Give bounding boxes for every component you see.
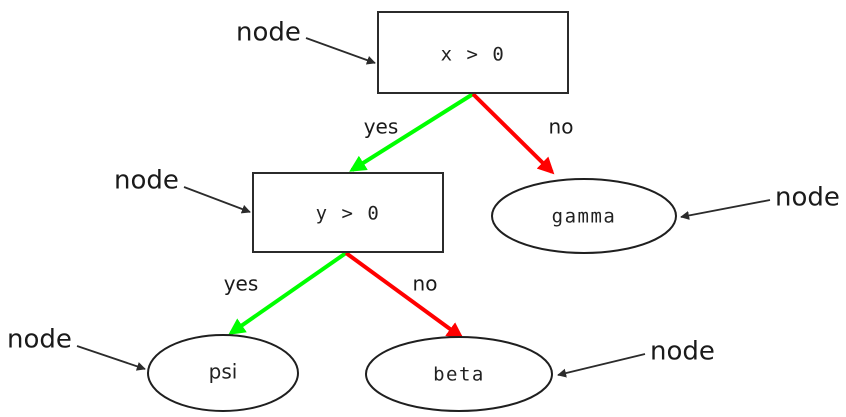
- nodes-layer: x > 0 y > 0 gamma psi beta: [147, 11, 677, 412]
- annotation-inner: node: [114, 166, 251, 214]
- annotation-gamma: node: [680, 183, 840, 220]
- annotation-gamma-leader-arrow: [680, 199, 771, 220]
- node-inner-box[interactable]: [252, 172, 444, 253]
- annotation-root-label: node: [236, 18, 301, 48]
- edge-inner-yes: [228, 251, 348, 335]
- node-inner[interactable]: y > 0: [252, 172, 444, 253]
- node-root[interactable]: x > 0: [377, 11, 569, 94]
- edges-layer: [228, 92, 555, 339]
- annotation-inner-leader-arrow: [183, 186, 251, 214]
- node-root-label: x > 0: [441, 44, 506, 66]
- node-psi[interactable]: psi: [147, 334, 299, 412]
- edge-label-root-yes: yes: [364, 115, 399, 139]
- edge-label-inner-yes: yes: [224, 272, 259, 296]
- annotation-beta: node: [557, 337, 715, 378]
- node-beta-ellipse[interactable]: [365, 336, 553, 412]
- annotation-inner-label: node: [114, 166, 179, 196]
- annotation-psi: node: [7, 325, 146, 371]
- edge-label-root-no: no: [549, 115, 574, 139]
- edge-root-yes: [349, 92, 475, 172]
- annotation-beta-leader-arrow: [557, 353, 646, 378]
- node-inner-label: y > 0: [316, 203, 381, 225]
- annotation-root: node: [236, 18, 376, 65]
- node-beta[interactable]: beta: [365, 336, 553, 412]
- node-root-box[interactable]: [377, 11, 569, 94]
- annotation-gamma-label: node: [775, 183, 840, 213]
- edge-label-inner-no: no: [413, 272, 438, 296]
- node-psi-ellipse[interactable]: [147, 334, 299, 412]
- annotation-beta-label: node: [650, 337, 715, 367]
- annotation-psi-label: node: [7, 325, 72, 355]
- edge-inner-no: [344, 251, 464, 339]
- node-gamma-label: gamma: [552, 206, 617, 228]
- annotations-layer: node node node node node: [7, 18, 840, 378]
- node-beta-label: beta: [433, 364, 485, 386]
- node-psi-label: psi: [209, 360, 238, 384]
- node-gamma-ellipse[interactable]: [491, 178, 677, 254]
- node-gamma[interactable]: gamma: [491, 178, 677, 254]
- annotation-psi-leader-arrow: [76, 345, 146, 371]
- edge-labels-layer: yes no yes no: [224, 115, 574, 296]
- annotation-root-leader-arrow: [305, 37, 376, 65]
- edge-root-no: [471, 92, 555, 175]
